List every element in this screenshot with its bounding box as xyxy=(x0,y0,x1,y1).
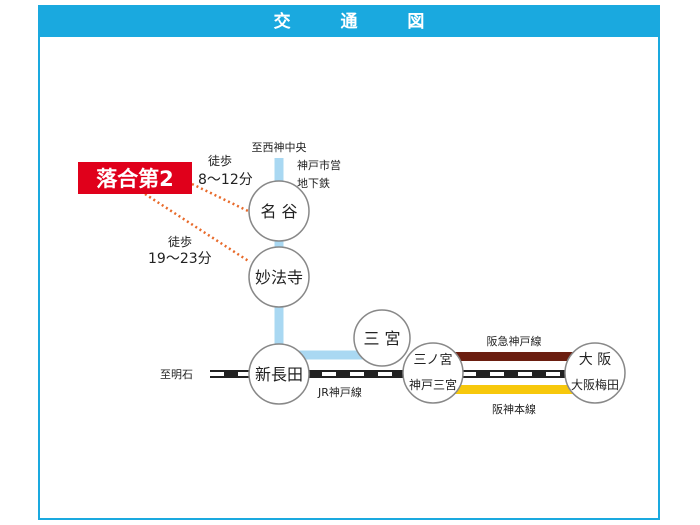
hanshin-name-label: 阪神本線 xyxy=(492,402,536,416)
map-frame: 交 通 図 xyxy=(38,5,660,520)
hankyu-name-label: 阪急神戸線 xyxy=(487,334,542,348)
station-shinnagata: 新長田 xyxy=(255,365,303,384)
destination-badge xyxy=(78,162,192,194)
destination-label: 落合第2 xyxy=(96,167,174,191)
station-sannomiya-jr-bottom: 神戸三宮 xyxy=(409,377,457,392)
jr-name-label: JR神戸線 xyxy=(317,385,362,399)
walk-time-2: 19～23分 xyxy=(148,251,212,267)
subway-name-label-2: 地下鉄 xyxy=(297,176,330,190)
station-nagatani: 名 谷 xyxy=(260,202,297,221)
walk-time-1: 8～12分 xyxy=(198,172,253,188)
jr-direction-label: 至明石 xyxy=(160,368,193,381)
hanshin-line xyxy=(455,385,575,394)
walk-label-2: 徒歩 xyxy=(168,234,192,249)
subway-direction-label: 至西神中央 xyxy=(252,140,307,154)
subway-name-label-1: 神戸市営 xyxy=(297,158,341,172)
hankyu-line xyxy=(455,352,575,361)
station-sannomiya-jr-top: 三ノ宮 xyxy=(413,352,452,368)
walk-label-1: 徒歩 xyxy=(208,153,232,168)
station-myohoji: 妙法寺 xyxy=(255,268,303,287)
map-title: 交 通 図 xyxy=(40,7,658,37)
station-circles xyxy=(248,180,626,405)
station-sannomiya: 三 宮 xyxy=(363,329,400,348)
station-osaka-top: 大 阪 xyxy=(579,352,611,368)
walk-routes xyxy=(144,182,251,264)
station-osaka-bottom: 大阪梅田 xyxy=(571,377,619,392)
